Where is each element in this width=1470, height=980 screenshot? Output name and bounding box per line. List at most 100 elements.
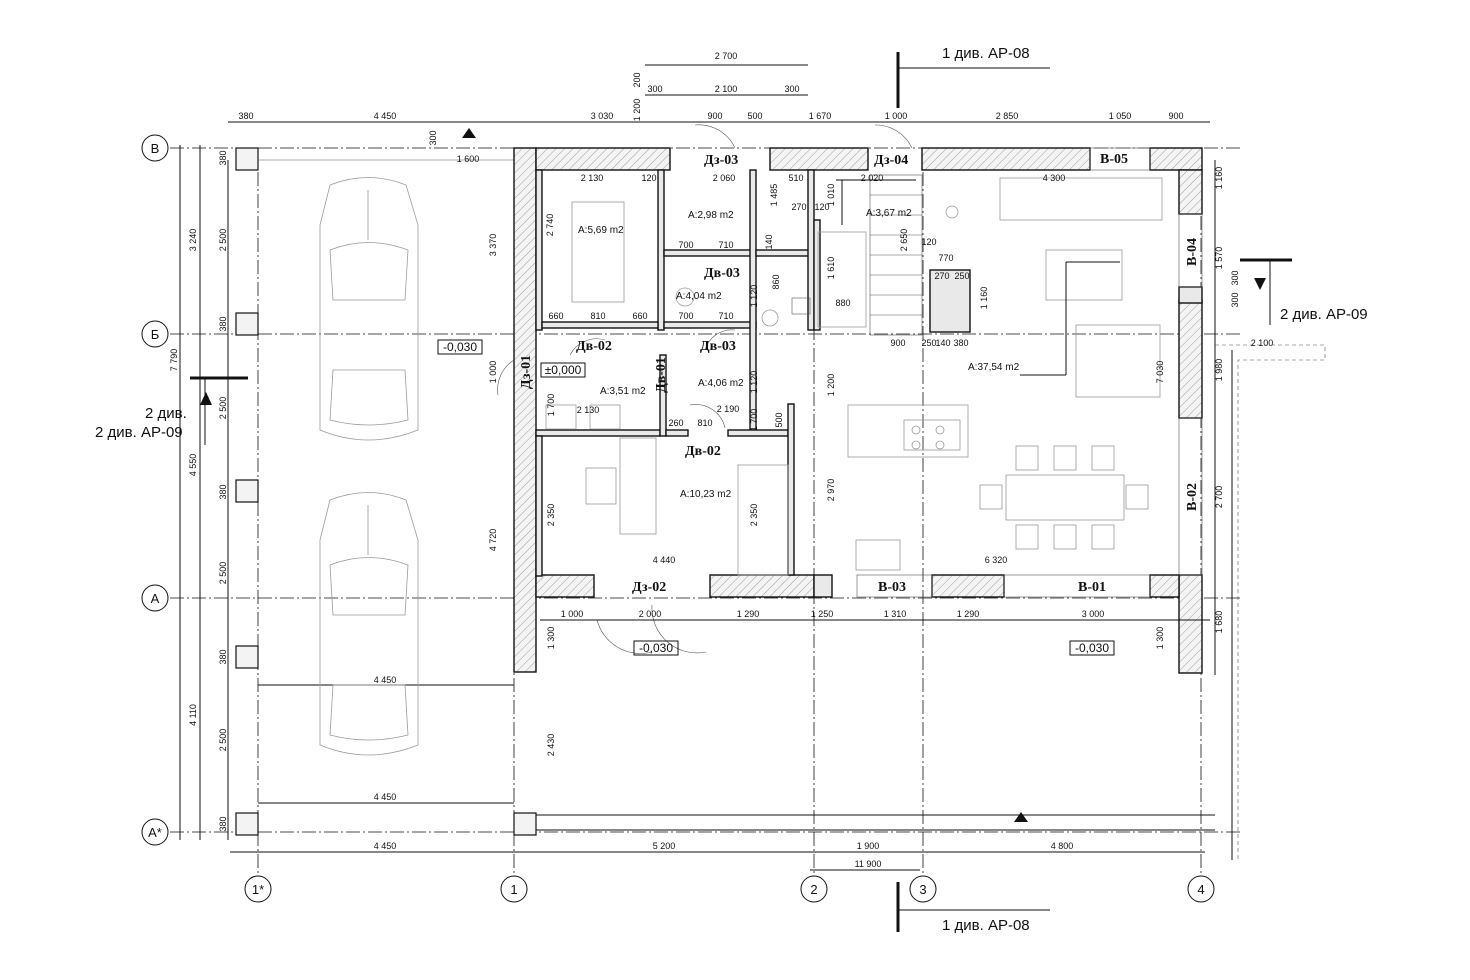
- dim-top: 380: [238, 111, 253, 121]
- opening-mark: Дв-01: [654, 357, 669, 393]
- dim-top: 900: [1168, 111, 1183, 121]
- dim-bottom: 4 800: [1051, 841, 1074, 851]
- dim-front: 3 000: [1082, 609, 1105, 619]
- dim-interior: 1 200: [826, 374, 836, 397]
- dim-left: 4 550: [188, 454, 198, 477]
- dimension-lines: [179, 64, 1233, 871]
- room-area: А:3,67 m2: [866, 208, 912, 219]
- dim-interior: 2 430: [546, 734, 556, 757]
- dim-left-inner: 2 500: [218, 562, 228, 585]
- axis-row-label: А: [151, 591, 160, 606]
- dim-interior: 1 120: [749, 371, 759, 394]
- axis-row-label: В: [151, 141, 160, 156]
- dim-interior: 3 370: [488, 234, 498, 257]
- dim-left-inner: 2 500: [218, 229, 228, 252]
- dim-interior: 4 300: [1043, 173, 1066, 183]
- dim-interior: 810: [590, 311, 605, 321]
- dim-front: 1 000: [561, 609, 584, 619]
- section-ref-right: 2 див. АР-09: [1280, 306, 1368, 323]
- dim-interior: 1 700: [546, 394, 556, 417]
- dim-interior: 2 740: [545, 214, 555, 237]
- dim-interior: 120: [921, 237, 936, 247]
- axis-col-label: 1*: [252, 882, 264, 897]
- dim-interior: 2 190: [717, 404, 740, 414]
- room-area: А:4,04 m2: [676, 291, 722, 302]
- dim-interior: 510: [788, 173, 803, 183]
- dim-interior: 500: [774, 412, 784, 427]
- room-area: А:5,69 m2: [578, 225, 624, 236]
- dim-interior: 270: [934, 271, 949, 281]
- dim-left-total: 7 790: [169, 349, 179, 372]
- opening-mark: В-03: [878, 580, 906, 595]
- dim-front: 1 290: [737, 609, 760, 619]
- opening-mark: В-05: [1100, 152, 1128, 167]
- dim-front: 2 000: [639, 609, 662, 619]
- level-mark: -0,030: [639, 641, 673, 655]
- dim-right: 1 570: [1214, 247, 1224, 270]
- car-bottom: [319, 492, 419, 756]
- dim-top: 1 670: [809, 111, 832, 121]
- axis-col-label: 4: [1197, 882, 1204, 897]
- dim-left-inner: 2 500: [218, 397, 228, 420]
- axis-col-label: 2: [810, 882, 817, 897]
- level-mark: ±0,000: [545, 363, 582, 377]
- dim-top: 1 000: [885, 111, 908, 121]
- dim-bottom: 5 200: [653, 841, 676, 851]
- dim-interior: 710: [718, 311, 733, 321]
- dim-right: 2 700: [1214, 486, 1224, 509]
- furniture: [545, 177, 1163, 576]
- dim-left-inner: 380: [218, 816, 228, 831]
- dim-interior: 2 350: [749, 504, 759, 527]
- dim-interior: 2 650: [899, 229, 909, 252]
- exterior-walls: [513, 147, 1203, 674]
- dim-carport: 4 450: [374, 675, 397, 685]
- section-ref-left-line1: 2 див.: [145, 405, 187, 422]
- dim-interior: 660: [632, 311, 647, 321]
- dim-top: 2 850: [996, 111, 1019, 121]
- dim-interior: 260: [668, 418, 683, 428]
- opening-mark: Дз-01: [519, 355, 534, 389]
- dim-interior: 1 610: [826, 257, 836, 280]
- carport-columns: [227, 147, 1215, 840]
- dim-interior: 4 720: [488, 529, 498, 552]
- dim-interior: 4 440: [653, 555, 676, 565]
- axis-bubbles-rows: В Б А А*: [141, 134, 169, 846]
- dim-interior: 1 300: [546, 627, 556, 650]
- dim-interior: 2 130: [577, 405, 600, 415]
- dim-interior: 700: [678, 311, 693, 321]
- dim-window: 300: [784, 84, 799, 94]
- dim-window: 300: [647, 84, 662, 94]
- dim-right-total: 7 030: [1155, 361, 1165, 384]
- dim-window: 2 700: [715, 51, 738, 61]
- axis-col-label: 3: [919, 882, 926, 897]
- dim-interior: 660: [548, 311, 563, 321]
- axis-row-label: Б: [151, 327, 160, 342]
- dim-interior: 1 120: [749, 285, 759, 308]
- dim-carport: 4 450: [374, 792, 397, 802]
- level-mark: -0,030: [443, 340, 477, 354]
- opening-mark: Дв-02: [685, 444, 721, 459]
- door-swings: [497, 124, 913, 654]
- dim-interior: 1 010: [826, 184, 836, 207]
- opening-mark: Дв-03: [700, 339, 736, 354]
- dim-interior: 900: [890, 338, 905, 348]
- dim-left-inner: 380: [218, 316, 228, 331]
- dim-interior: 1 300: [1155, 627, 1165, 650]
- room-area: А:3,51 m2: [600, 386, 646, 397]
- dim-interior: 2 970: [826, 479, 836, 502]
- dim-interior: 2 350: [546, 504, 556, 527]
- dim-interior: 140: [935, 338, 950, 348]
- dim-interior: 860: [771, 274, 781, 289]
- dim-right-ext: 2 100: [1251, 338, 1274, 348]
- room-area: А:10,23 m2: [680, 489, 732, 500]
- dim-window: 200: [632, 72, 642, 87]
- opening-mark: В-01: [1078, 580, 1106, 595]
- dim-interior: 1 700: [749, 409, 759, 432]
- dim-right: 300: [1230, 270, 1240, 285]
- dim-front: 1 290: [957, 609, 980, 619]
- dim-top: 500: [747, 111, 762, 121]
- opening-mark: В-02: [1185, 483, 1200, 511]
- dim-interior: 1 000: [488, 361, 498, 384]
- dim-left: 3 240: [188, 229, 198, 252]
